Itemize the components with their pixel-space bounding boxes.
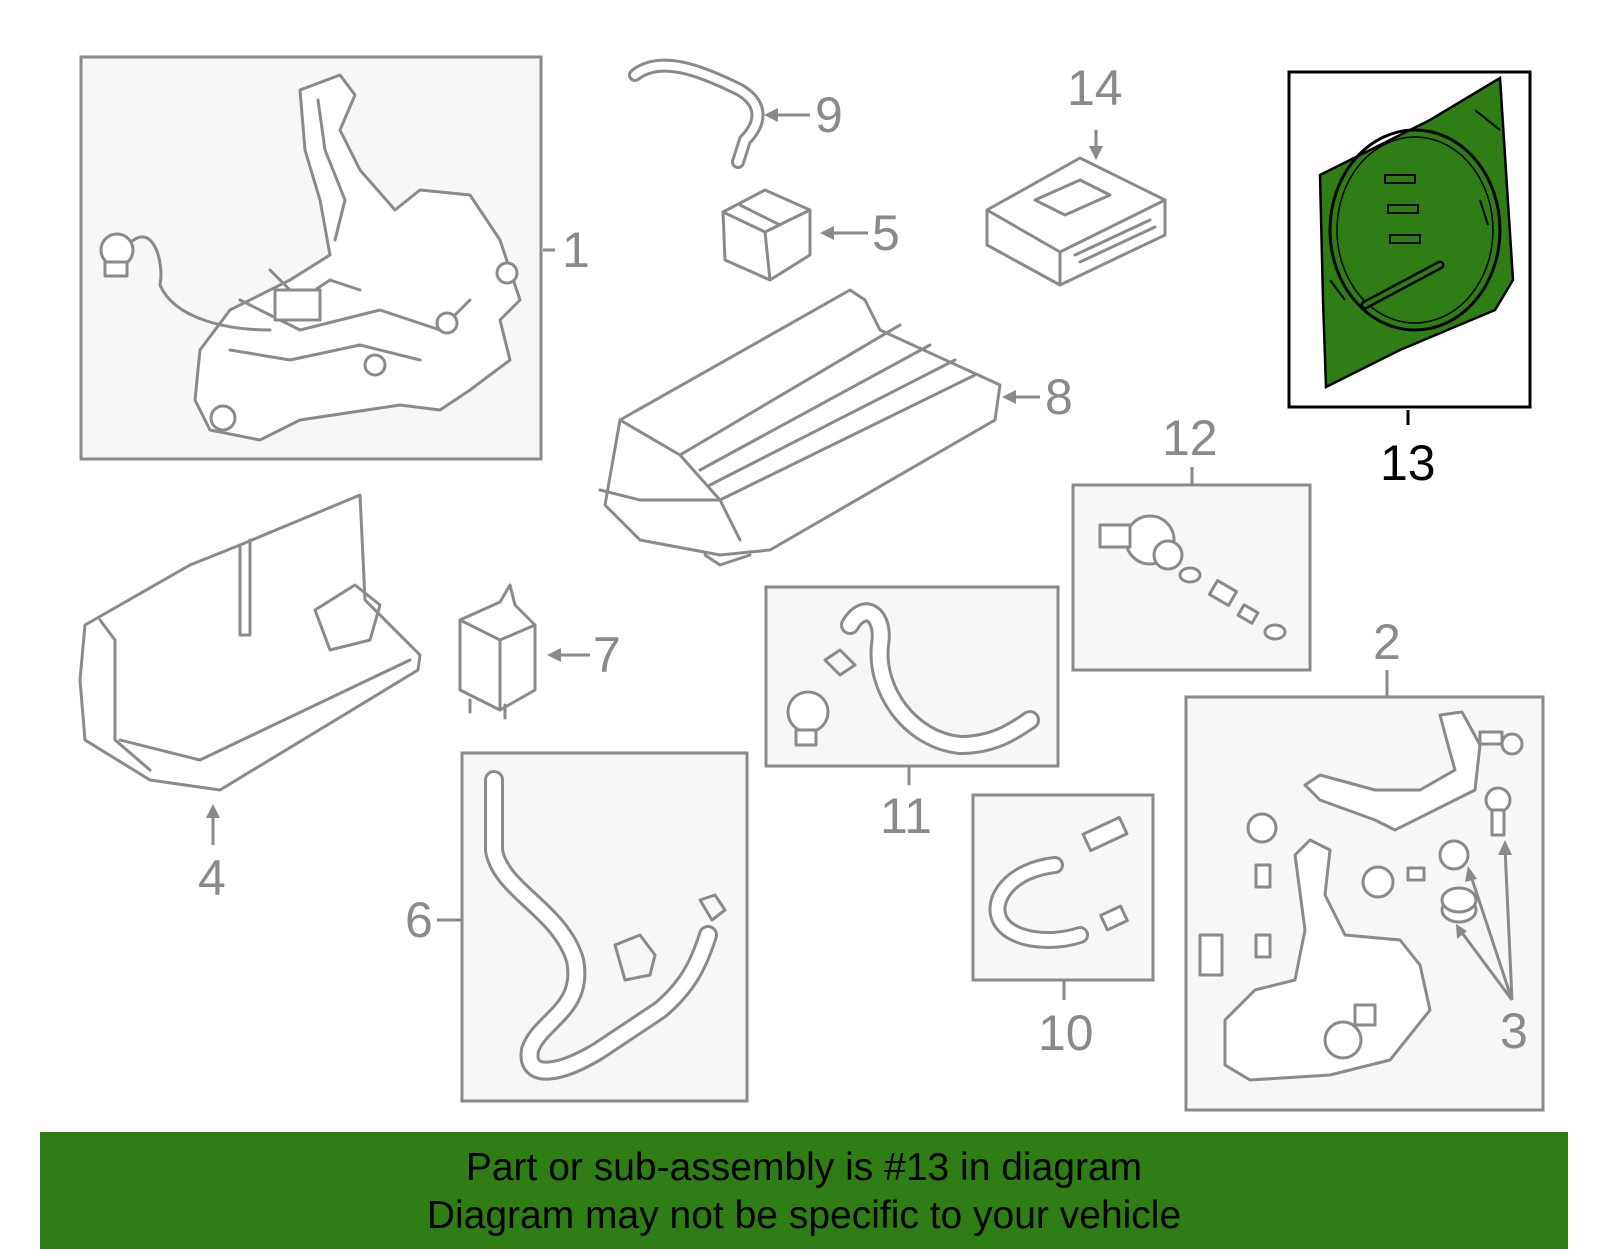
part-14-module[interactable] bbox=[985, 156, 1167, 287]
callout-14: 14 bbox=[1067, 60, 1123, 116]
callout-8: 8 bbox=[1045, 369, 1073, 425]
callout-6: 6 bbox=[405, 892, 433, 948]
callout-1: 1 bbox=[562, 222, 590, 278]
parts-diagram: 1 9 5 14 13 bbox=[78, 55, 1545, 1112]
part-1-shifter-assembly[interactable] bbox=[79, 55, 543, 461]
banner-line-1: Part or sub-assembly is #13 in diagram bbox=[465, 1146, 1143, 1189]
info-banner: Part or sub-assembly is #13 in diagram D… bbox=[40, 1132, 1568, 1249]
callout-13: 13 bbox=[1380, 435, 1436, 491]
part-11-hose-kit[interactable] bbox=[764, 585, 1060, 768]
callout-3-leaders bbox=[1456, 840, 1514, 1001]
callout-2: 2 bbox=[1373, 614, 1401, 670]
callout-5: 5 bbox=[872, 205, 900, 261]
part-13-kit[interactable] bbox=[1287, 70, 1532, 409]
part-2-housing-kit[interactable] bbox=[1184, 695, 1545, 1112]
part-9-hose[interactable] bbox=[628, 58, 765, 169]
callout-7: 7 bbox=[593, 627, 621, 683]
banner-line-2: Diagram may not be specific to your vehi… bbox=[426, 1194, 1182, 1237]
part-7-bracket[interactable] bbox=[458, 583, 537, 720]
callout-12: 12 bbox=[1162, 410, 1218, 466]
part-10-hose-kit[interactable] bbox=[971, 793, 1155, 982]
part-4-shield[interactable] bbox=[78, 493, 422, 792]
part-8-canister[interactable] bbox=[598, 288, 1002, 567]
callout-11: 11 bbox=[880, 788, 932, 844]
part-5-block[interactable] bbox=[721, 188, 812, 282]
callout-9: 9 bbox=[815, 87, 843, 143]
part-6-hose-kit[interactable] bbox=[460, 751, 749, 1103]
callout-10: 10 bbox=[1038, 1005, 1094, 1061]
part-12-fitting-kit[interactable] bbox=[1071, 483, 1312, 672]
callout-4: 4 bbox=[198, 850, 226, 906]
callout-3: 3 bbox=[1500, 1003, 1528, 1059]
